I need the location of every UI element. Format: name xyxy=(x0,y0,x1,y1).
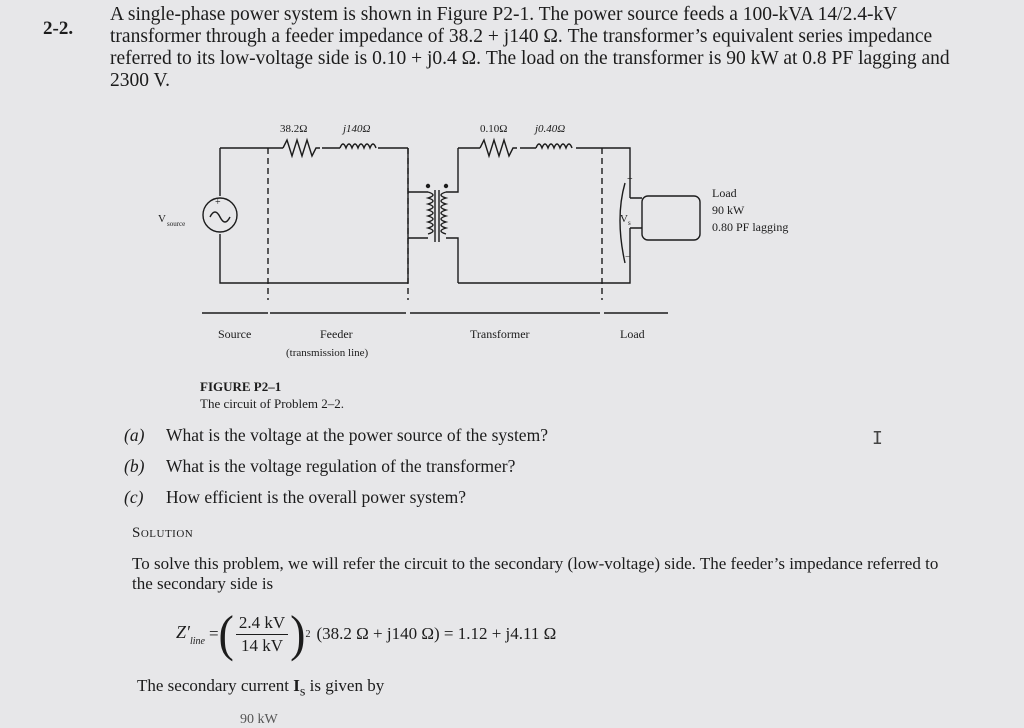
question-letter: (c) xyxy=(124,487,144,507)
transformer-resistor xyxy=(479,137,517,159)
load-line-3: 0.80 PF lagging xyxy=(712,220,788,234)
figure-caption: FIGURE P2–1 The circuit of Problem 2–2. xyxy=(200,378,344,412)
circuit-figure: 38.2Ω j140Ω 0.10Ω j0.40Ω + V source + V … xyxy=(150,118,830,368)
vs-plus: + xyxy=(627,174,633,185)
question-text: How efficient is the overall power syste… xyxy=(166,487,467,507)
formula-z: Z′line xyxy=(176,621,205,647)
section-load-label: Load xyxy=(620,327,645,341)
primary-coil xyxy=(425,191,434,235)
feeder-wire xyxy=(270,147,408,284)
vs-label: V xyxy=(620,213,628,225)
source-plus: + xyxy=(215,197,221,208)
question-item: (c) How efficient is the overall power s… xyxy=(124,487,548,518)
feeder-r-label: 38.2Ω xyxy=(280,123,307,135)
problem-number: 2-2. xyxy=(43,18,74,39)
section-source-label: Source xyxy=(218,327,251,341)
formula-denominator: 14 kV xyxy=(241,635,284,655)
cutoff-text: 90 kW xyxy=(240,712,278,727)
secondary-symbol: I xyxy=(293,676,300,695)
question-item: (a) What is the voltage at the power sou… xyxy=(124,425,548,456)
question-text: What is the voltage regulation of the tr… xyxy=(166,456,516,476)
solution-intro: To solve this problem, we will refer the… xyxy=(132,554,939,593)
feeder-x-label: j140Ω xyxy=(341,123,371,135)
problem-text: A single-phase power system is shown in … xyxy=(110,4,950,91)
formula-exponent: 2 xyxy=(305,628,311,640)
section-feeder-label: Feeder xyxy=(320,327,353,341)
vs-minus: − xyxy=(625,252,631,263)
v-source-sub: source xyxy=(167,220,185,228)
vs-bracket xyxy=(619,182,626,264)
load-box xyxy=(641,195,701,241)
solution-heading: Solution xyxy=(132,525,194,541)
load-line-1: Load xyxy=(712,186,737,200)
transformer-core xyxy=(434,190,440,242)
impedance-formula: Z′line = ( 2.4 kV 14 kV ) 2 (38.2 Ω + j1… xyxy=(176,604,556,664)
problem-statement: A single-phase power system is shown in … xyxy=(110,4,990,92)
section-feeder-sub: (transmission line) xyxy=(286,347,369,359)
question-text: What is the voltage at the power source … xyxy=(166,425,548,445)
transformer-impedance-wire xyxy=(458,147,602,284)
secondary-text: The secondary current xyxy=(137,676,289,695)
secondary-tail: is given by xyxy=(309,676,385,695)
formula-fraction: 2.4 kV 14 kV xyxy=(235,613,289,656)
questions-list: (a) What is the voltage at the power sou… xyxy=(124,425,548,518)
feeder-inductor xyxy=(339,143,377,150)
secondary-wire xyxy=(446,148,459,283)
circuit-diagram: 38.2Ω j140Ω 0.10Ω j0.40Ω + V source + V … xyxy=(158,123,788,359)
xfmr-r-label: 0.10Ω xyxy=(480,123,507,135)
section-transformer-label: Transformer xyxy=(470,327,530,341)
ac-wave xyxy=(209,211,231,223)
secondary-current-line: The secondary current Is is given by xyxy=(137,676,384,700)
primary-wire xyxy=(407,148,428,283)
feeder-resistor xyxy=(282,137,320,159)
formula-numerator: 2.4 kV xyxy=(235,613,289,635)
load-line-2: 90 kW xyxy=(712,203,745,217)
v-source-label: V xyxy=(158,213,166,225)
formula-rhs: (38.2 Ω + j140 Ω) = 1.12 + j4.11 Ω xyxy=(316,624,557,643)
ac-source-symbol xyxy=(202,197,238,233)
secondary-sub: s xyxy=(299,683,306,700)
question-letter: (a) xyxy=(124,425,145,445)
source-wire xyxy=(219,147,270,284)
question-item: (b) What is the voltage regulation of th… xyxy=(124,456,548,487)
dot-secondary xyxy=(443,183,449,189)
xfmr-x-label: j0.40Ω xyxy=(533,123,565,135)
load-connection xyxy=(630,197,642,229)
text-cursor-icon: I xyxy=(872,428,883,449)
vs-sub: s xyxy=(628,219,631,227)
formula-equals: = xyxy=(208,624,219,643)
figure-caption-text: The circuit of Problem 2–2. xyxy=(200,396,345,411)
formula-left-paren: ( xyxy=(218,605,234,662)
figure-caption-label: FIGURE P2–1 xyxy=(200,379,282,394)
transformer-inductor xyxy=(535,143,573,150)
secondary-coil xyxy=(440,191,449,235)
load-wire xyxy=(602,147,631,284)
dot-primary xyxy=(425,183,431,189)
formula-right-paren: ) xyxy=(290,605,306,662)
question-letter: (b) xyxy=(124,456,145,476)
